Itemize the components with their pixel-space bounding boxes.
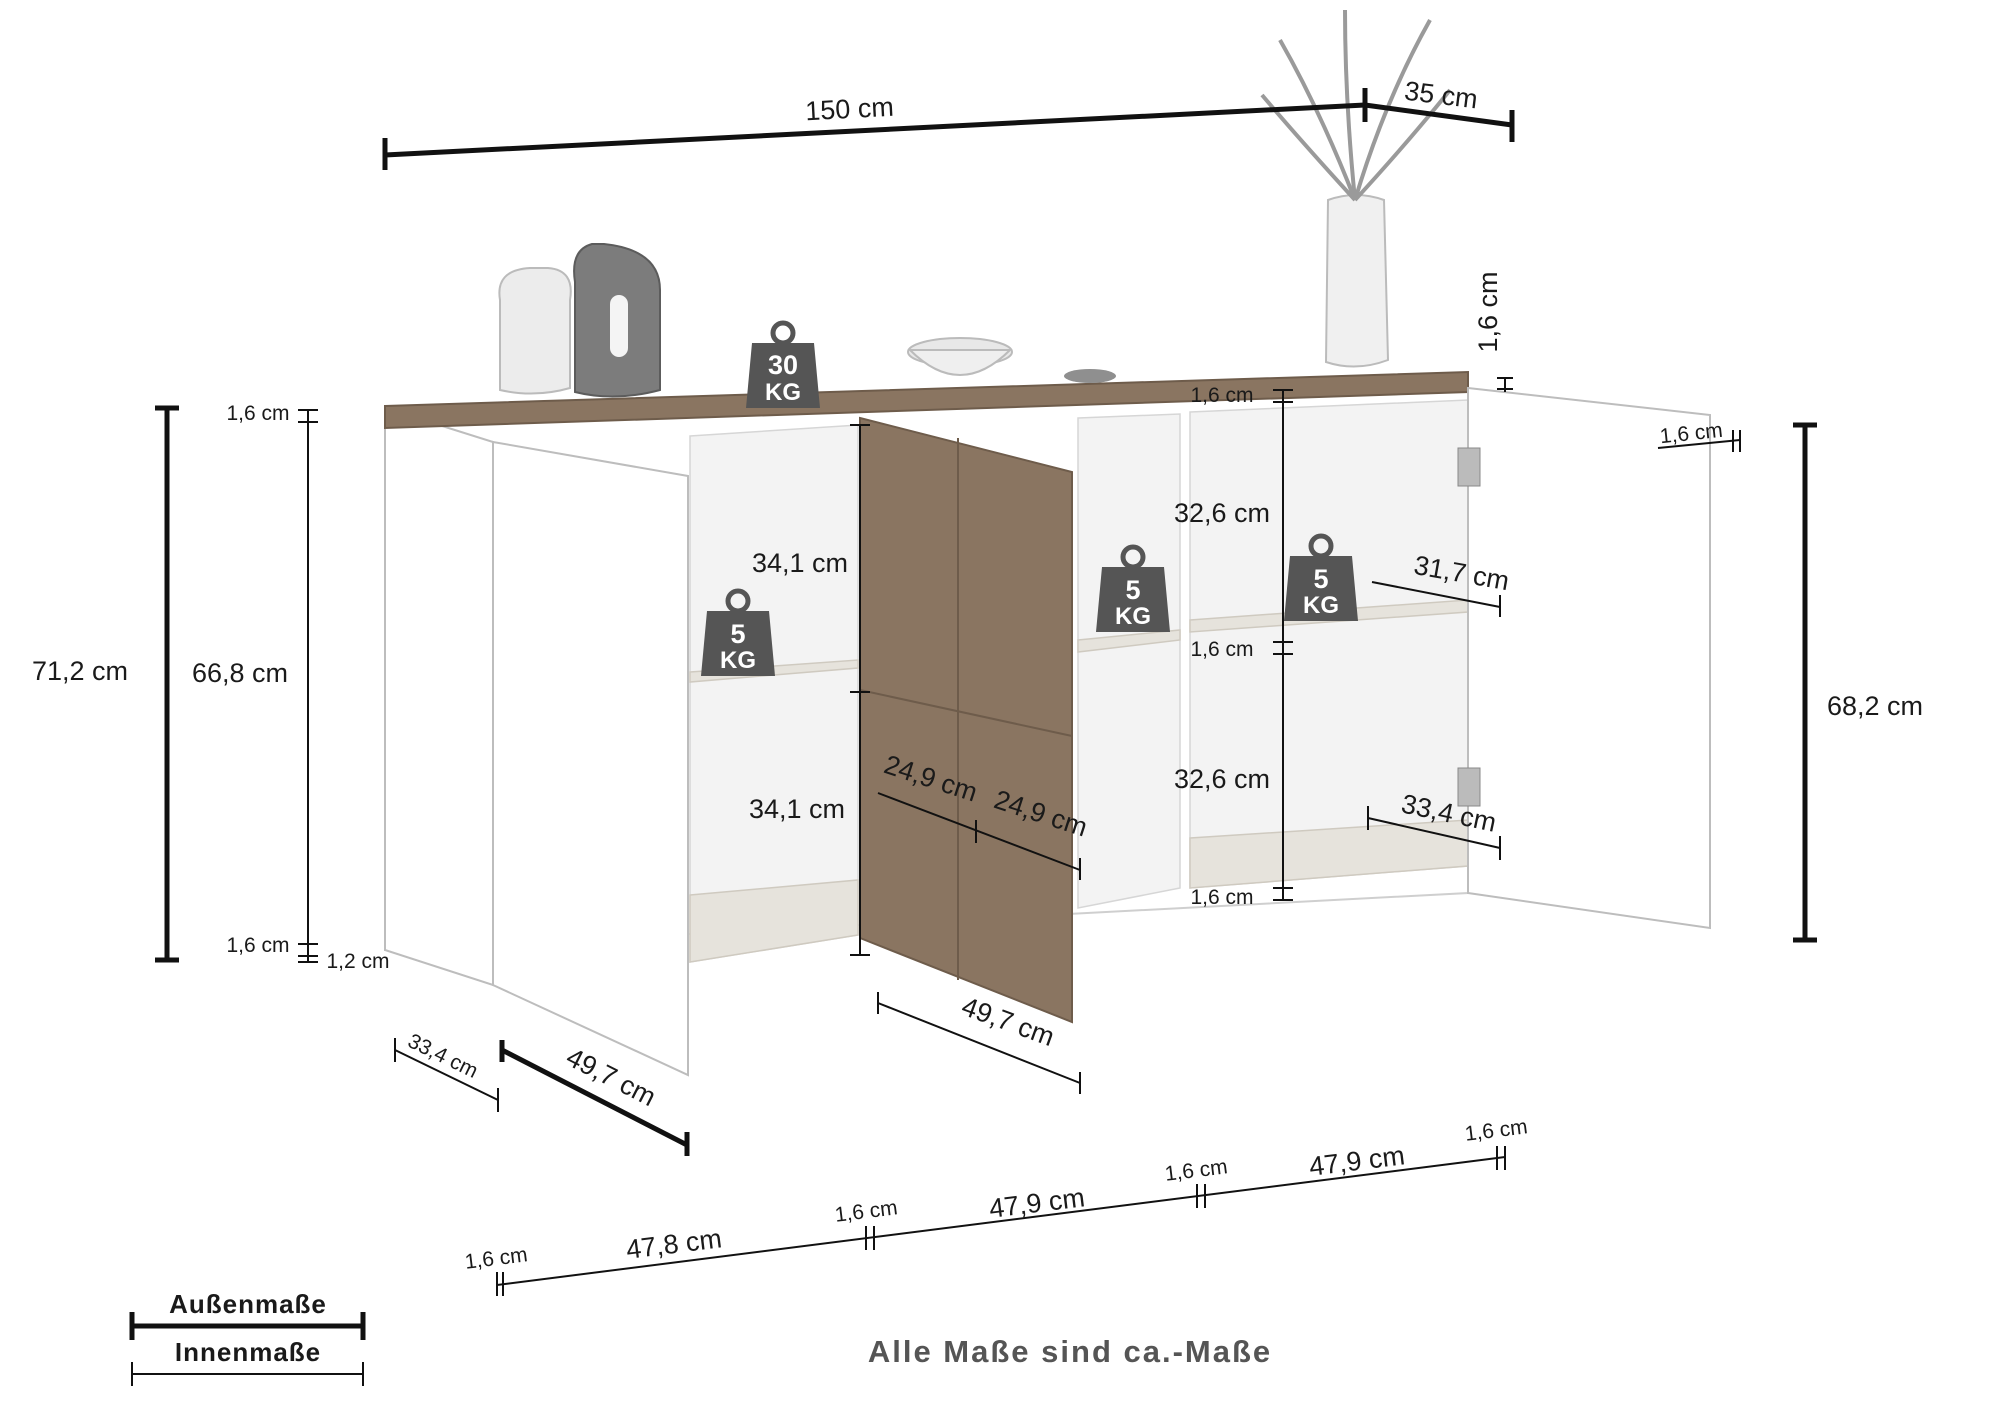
- dim-bottom-breakdown: 1,6 cm 47,8 cm 1,6 cm 47,9 cm 1,6 cm 47,…: [464, 1115, 1529, 1296]
- approximate-note: Alle Maße sind ca.-Maße: [868, 1334, 1272, 1369]
- label-bottom-side-right: 1,6 cm: [1464, 1115, 1529, 1146]
- label-left-top-panel: 1,6 cm: [226, 402, 289, 425]
- dim-right-compartments: 1,6 cm 32,6 cm 1,6 cm 32,6 cm 1,6 cm: [1174, 384, 1293, 909]
- label-overall-width: 150 cm: [805, 92, 895, 127]
- label-right-lower-compartment: 32,6 cm: [1174, 764, 1270, 794]
- label-left-bottom-panel: 1,6 cm: [226, 934, 289, 957]
- label-left-lower-compartment: 34,1 cm: [749, 794, 845, 824]
- right-door: [1467, 386, 1711, 930]
- white-vase-icon: [498, 267, 572, 395]
- dish-icon: [1064, 369, 1116, 383]
- grey-vase-hole: [610, 295, 628, 357]
- weight-right-number: 5: [1313, 564, 1328, 594]
- label-inner-height: 66,8 cm: [192, 658, 288, 688]
- label-overall-height: 71,2 cm: [32, 656, 128, 686]
- label-bottom-divider-1: 1,6 cm: [834, 1196, 899, 1227]
- weight-middle-unit: KG: [1115, 603, 1151, 630]
- legend-inner-label: Innenmaße: [175, 1337, 321, 1367]
- middle-door: [859, 416, 1073, 1024]
- label-bottom-side-left: 1,6 cm: [464, 1243, 529, 1274]
- middle-door-seam-horizontal: [859, 689, 1073, 737]
- weight-badge-right-shelf: 5 KG: [1284, 533, 1358, 621]
- dim-inner-height: 66,8 cm 1,6 cm 1,6 cm 1,2 cm: [192, 402, 390, 973]
- label-right-upper-compartment: 32,6 cm: [1174, 498, 1270, 528]
- label-bottom-divider-2: 1,6 cm: [1164, 1155, 1229, 1186]
- weight-middle-number: 5: [1125, 575, 1140, 605]
- label-overall-depth: 35 cm: [1403, 76, 1480, 115]
- label-left-upper-compartment: 34,1 cm: [752, 548, 848, 578]
- left-compartment: [689, 424, 859, 963]
- dim-right-door-height: 68,2 cm: [1793, 422, 1923, 943]
- label-bottom-compartment-3: 47,9 cm: [1307, 1140, 1406, 1181]
- weight-left-unit: KG: [720, 647, 756, 674]
- label-right-top-panel: 1,6 cm: [1190, 384, 1253, 407]
- label-top-thickness: 1,6 cm: [1473, 271, 1503, 352]
- weight-right-unit: KG: [1303, 592, 1339, 619]
- weight-left-number: 5: [730, 619, 745, 649]
- dim-top-thickness: 1,6 cm: [1473, 271, 1513, 392]
- label-right-shelf: 1,6 cm: [1190, 638, 1253, 661]
- dim-left-compartments: 34,1 cm 34,1 cm: [749, 424, 870, 956]
- weight-top-number: 30: [768, 350, 798, 380]
- label-bottom-compartment-2: 47,9 cm: [987, 1182, 1086, 1223]
- sideboard-illustration: [384, 9, 1711, 1077]
- dim-door-thickness: 1,6 cm: [1657, 419, 1741, 452]
- dim-overall-width: 150 cm: [382, 88, 1368, 170]
- weight-badge-middle-shelf: 5 KG: [1096, 544, 1170, 632]
- label-plinth: 1,2 cm: [326, 950, 389, 973]
- tall-vase-icon: [1324, 194, 1390, 368]
- label-right-door-height: 68,2 cm: [1827, 691, 1923, 721]
- label-right-bottom-panel: 1,6 cm: [1190, 886, 1253, 909]
- weight-badge-left-shelf: 5 KG: [701, 588, 775, 676]
- dim-overall-height: 71,2 cm: [32, 405, 179, 963]
- label-side-depth: 33,4 cm: [404, 1029, 481, 1082]
- hinge-lower-icon: [1457, 767, 1481, 807]
- bowl-body: [907, 349, 1013, 376]
- legend-outer-label: Außenmaße: [169, 1289, 327, 1319]
- middle-compartment: [1077, 413, 1181, 909]
- left-door: [492, 440, 689, 1077]
- pampas-grass-icon: [1260, 9, 1452, 202]
- hinge-upper-icon: [1457, 447, 1481, 487]
- weight-top-unit: KG: [765, 379, 801, 406]
- dim-overall-depth: 35 cm: [1364, 76, 1515, 142]
- legend: Außenmaße Innenmaße: [129, 1289, 366, 1386]
- weight-badge-top: 30 KG: [746, 320, 820, 408]
- cabinet-left-side: [384, 406, 494, 987]
- middle-shelf: [1077, 629, 1181, 653]
- left-bottom-shelf: [689, 879, 859, 963]
